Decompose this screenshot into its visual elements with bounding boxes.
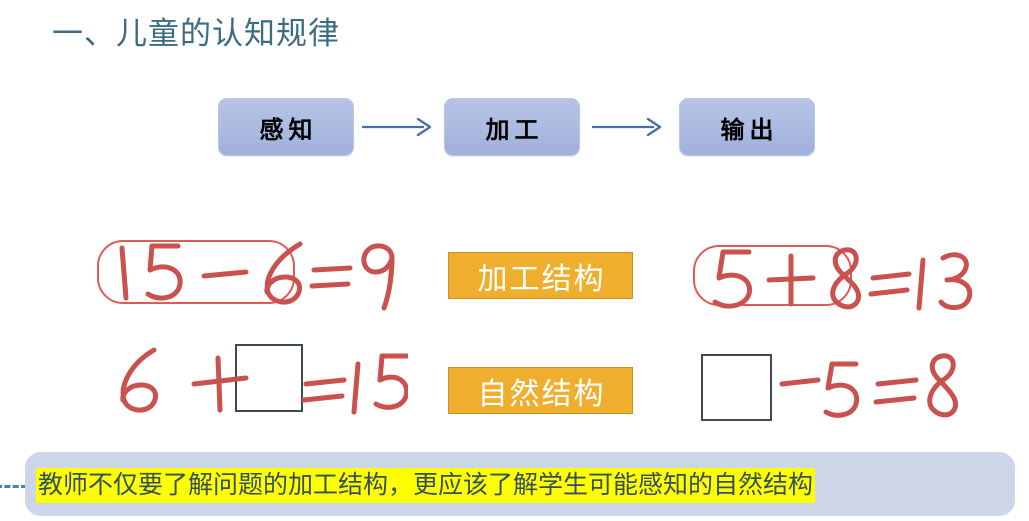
handwritten-equation-blank-minus-5-equals-8 <box>779 353 958 418</box>
arrow-right-icon <box>590 111 668 143</box>
bottom-banner-text: 教师不仅要了解问题的加工结构，更应该了解学生可能感知的自然结构 <box>36 468 816 503</box>
flow-box-perceive[interactable]: 感知 <box>218 98 354 156</box>
flow-box-output[interactable]: 输出 <box>679 98 815 156</box>
arrow-right-icon <box>360 111 438 143</box>
flow-box-label: 感知 <box>259 116 318 144</box>
handwritten-equation-5-plus-8-equals-13 <box>712 247 973 311</box>
page-title: 一、儿童的认知规律 <box>52 16 340 51</box>
tag-natural-structure: 自然结构 <box>448 367 633 414</box>
tag-processing-structure: 加工结构 <box>448 252 633 299</box>
equation-highlight-circle <box>693 245 852 306</box>
tag-label: 自然结构 <box>477 377 606 411</box>
handwritten-equation-6-plus-blank-equals-15 <box>120 347 408 415</box>
equation-highlight-circle <box>97 240 295 304</box>
blank-answer-box[interactable] <box>701 354 772 421</box>
flow-box-label: 加工 <box>485 116 544 144</box>
flow-box-process[interactable]: 加工 <box>444 98 580 156</box>
handwritten-equation-15-minus-6-equals-9 <box>119 241 395 311</box>
tag-label: 加工结构 <box>477 262 606 296</box>
flow-box-label: 输出 <box>720 116 779 144</box>
